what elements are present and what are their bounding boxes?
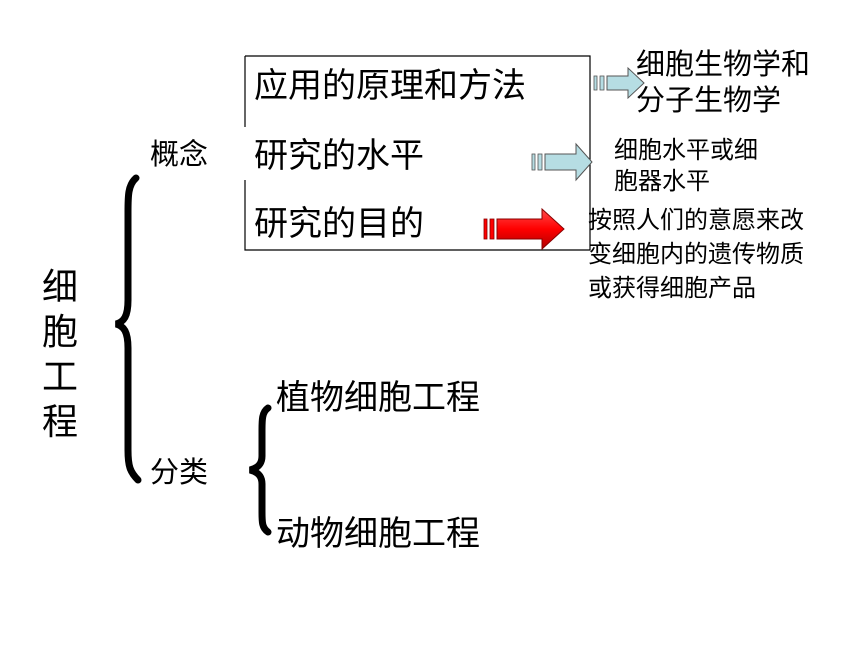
classification-label: 分类 (150, 455, 209, 489)
concept-item-principle: 应用的原理和方法 (254, 66, 526, 106)
arrow-icon (483, 207, 565, 251)
result-principle: 细胞生物学和 分子生物学 (636, 46, 810, 118)
result-line: 胞器水平 (614, 167, 710, 195)
main-title-char: 细 (41, 267, 78, 308)
result-line: 按照人们的意愿来改 (588, 206, 804, 234)
arrow-icon (531, 142, 593, 182)
result-level: 细胞水平或细 胞器水平 (614, 135, 758, 197)
result-goal: 按照人们的意愿来改 变细胞内的遗传物质 或获得细胞产品 (588, 203, 804, 305)
classification-brace (249, 404, 272, 536)
main-title-char: 工 (41, 357, 78, 398)
concept-item-goal: 研究的目的 (254, 204, 424, 244)
main-brace (114, 174, 142, 484)
result-line: 或获得细胞产品 (588, 274, 756, 302)
classification-item-animal: 动物细胞工程 (276, 514, 480, 554)
result-line: 变细胞内的遗传物质 (588, 240, 804, 268)
main-title: 细 胞 工 程 (36, 265, 84, 445)
classification-item-plant: 植物细胞工程 (276, 378, 480, 418)
concept-label: 概念 (150, 137, 209, 171)
result-line: 分子生物学 (636, 83, 782, 117)
main-title-char: 程 (41, 402, 78, 443)
concept-item-level: 研究的水平 (254, 136, 424, 176)
main-title-char: 胞 (41, 312, 78, 353)
result-line: 细胞水平或细 (614, 136, 758, 164)
result-line: 细胞生物学和 (636, 47, 811, 81)
